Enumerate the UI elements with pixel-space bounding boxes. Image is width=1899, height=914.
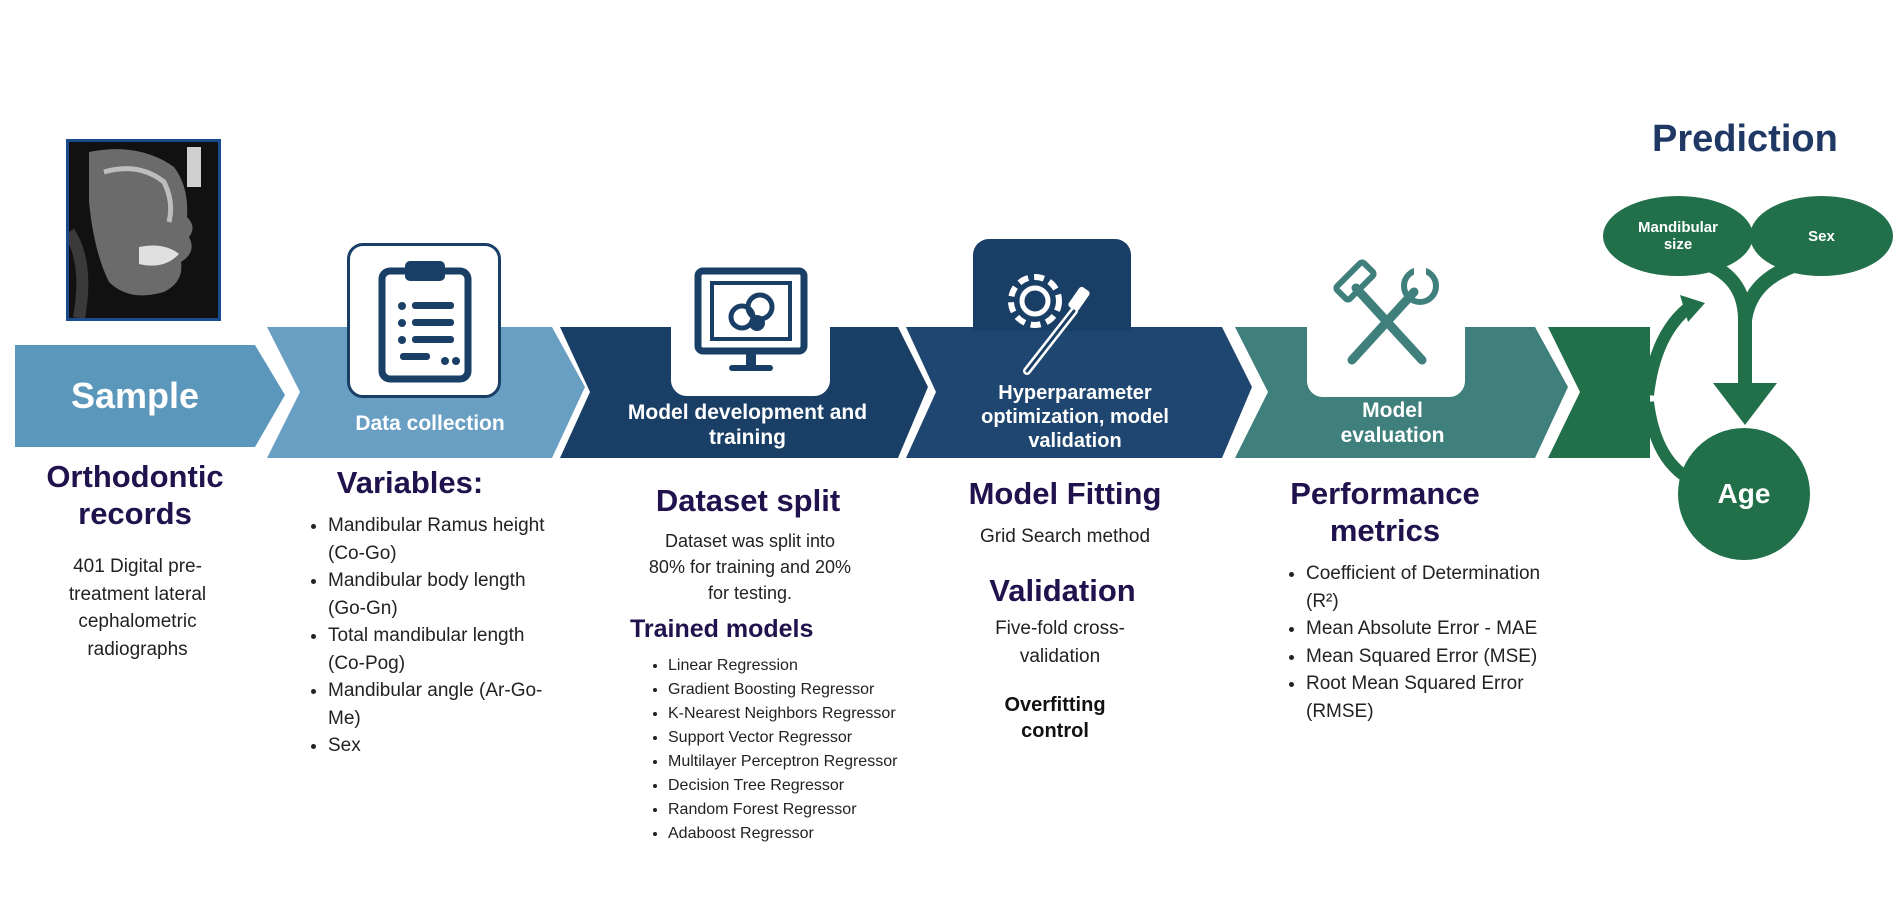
monitor-icon (694, 267, 808, 371)
step-label-hyperparameter: Hyperparameter optimization, model valid… (981, 382, 1169, 452)
performance-metrics-heading: Performance metrics (1290, 476, 1480, 549)
prediction-title: Prediction (1652, 118, 1838, 160)
age-output-bubble: Age (1678, 428, 1810, 560)
validation-body: Five-fold cross-validation (995, 618, 1125, 667)
clipboard-icon (378, 261, 472, 383)
list-item: Mandibular Ramus height (Co-Go) (328, 512, 558, 567)
prediction-arrow-head (1548, 327, 1650, 458)
list-item: Random Forest Regressor (668, 798, 918, 822)
list-item: Multilayer Perceptron Regressor (668, 750, 918, 774)
list-item: Mean Absolute Error - MAE (1306, 615, 1556, 643)
curved-arrow-down (1642, 401, 1692, 484)
list-item: Decision Tree Regressor (668, 774, 918, 798)
overfitting-control-note: Overfitting control (1004, 694, 1106, 742)
list-item: Linear Regression (668, 654, 918, 678)
list-item: Total mandibular length (Co-Pog) (328, 622, 558, 677)
step-label-data-collection: Data collection (355, 412, 505, 435)
sample-arrow (15, 345, 285, 447)
model-development-icon-card (671, 240, 830, 396)
list-item: Sex (328, 732, 558, 760)
hyperparameter-arrow (906, 327, 1252, 458)
step-label-model-evaluation: Model evaluation (1340, 399, 1445, 448)
trained-models-list: Linear Regression Gradient Boosting Regr… (644, 654, 918, 846)
list-item: Support Vector Regressor (668, 726, 918, 750)
dataset-split-heading: Dataset split (655, 483, 841, 518)
list-item: Gradient Boosting Regressor (668, 678, 918, 702)
performance-metrics-list: Coefficient of Determination (R²) Mean A… (1282, 560, 1556, 725)
merge-arrow-head (1713, 383, 1777, 425)
validation-heading: Validation (989, 573, 1136, 608)
sex-bubble: Sex (1750, 196, 1893, 276)
orthodontic-records-heading: Orthodontic records (46, 459, 224, 532)
dataset-split-body: Dataset was split into 80% for training … (648, 531, 852, 604)
model-fitting-heading: Model Fitting (968, 476, 1162, 511)
curved-arrow-up (1642, 303, 1692, 396)
trained-models-heading: Trained models (630, 615, 814, 643)
curved-arrow-up-head (1680, 295, 1705, 322)
gear-screwdriver-icon (1008, 274, 1090, 375)
list-item: Mandibular body length (Go-Gn) (328, 567, 558, 622)
list-item: K-Nearest Neighbors Regressor (668, 702, 918, 726)
step-label-sample: Sample (70, 375, 200, 416)
orthodontic-records-body: 401 Digital pre-treatment lateral cephal… (68, 556, 207, 660)
list-item: Root Mean Squared Error (RMSE) (1306, 670, 1556, 725)
model-evaluation-icon-card (1307, 241, 1465, 397)
list-item: Coefficient of Determination (R²) (1306, 560, 1556, 615)
variables-list: Mandibular Ramus height (Co-Go) Mandibul… (304, 512, 558, 760)
mandibular-size-bubble: Mandibular size (1603, 196, 1753, 276)
hyperparameter-icon-card (973, 239, 1131, 375)
data-collection-icon-card (347, 243, 501, 398)
list-item: Mean Squared Error (MSE) (1306, 643, 1556, 671)
variables-heading: Variables: (336, 465, 484, 500)
xray-image-icon (66, 139, 221, 321)
hammer-wrench-icon (1333, 259, 1439, 365)
list-item: Mandibular angle (Ar-Go-Me) (328, 677, 558, 732)
model-fitting-body: Grid Search method (979, 526, 1151, 547)
list-item: Adaboost Regressor (668, 822, 918, 846)
step-label-model-development: Model development and training (627, 401, 868, 450)
